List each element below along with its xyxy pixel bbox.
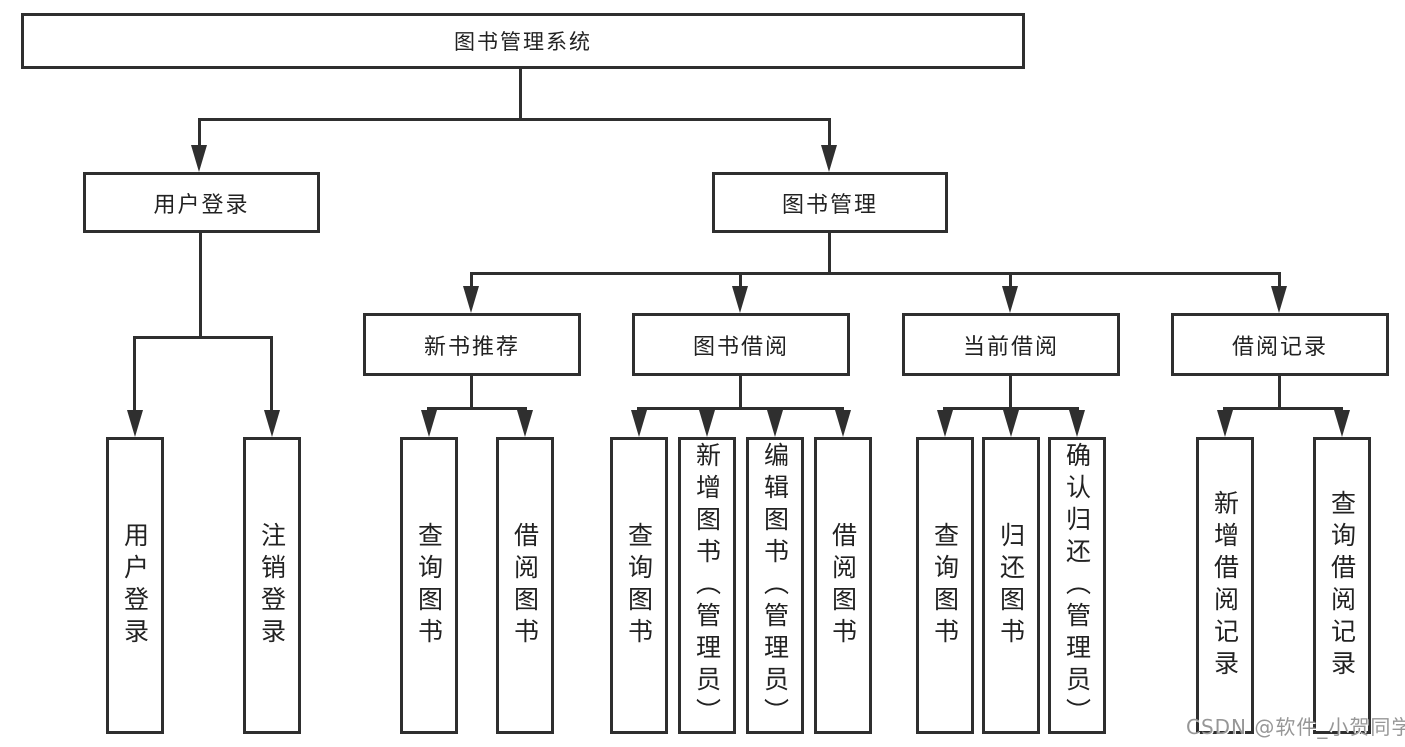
leaf-query-books-current-label: 查询图书 (930, 521, 960, 650)
arrow-down-icon (1217, 410, 1233, 437)
leaf-user-login: 用户登录 (106, 437, 164, 734)
node-borrowing-records: 借阅记录 (1171, 313, 1389, 376)
leaf-edit-book-admin: 编辑图书（管理员） (746, 437, 804, 734)
arrow-down-icon (732, 286, 748, 313)
connector-stub-book-management (828, 118, 831, 146)
node-user-login-label: 用户登录 (153, 192, 250, 218)
leaf-query-books-borrowing: 查询图书 (610, 437, 668, 734)
arrow-down-icon (1334, 410, 1350, 437)
leaf-edit-book-admin-label: 编辑图书（管理员） (760, 441, 790, 730)
node-book-borrowing-label: 图书借阅 (692, 334, 789, 360)
connector-group-split (428, 407, 527, 410)
node-book-management: 图书管理 (712, 172, 948, 233)
connector-user-login-trunk (199, 233, 202, 336)
watermark: CSDN @软件_小贺同学 (1186, 715, 1405, 739)
node-root-label: 图书管理系统 (454, 30, 592, 54)
node-new-book-recommendation-label: 新书推荐 (423, 334, 520, 360)
arrow-down-icon (1003, 410, 1019, 437)
node-book-borrowing: 图书借阅 (632, 313, 850, 376)
node-current-borrowing: 当前借阅 (902, 313, 1120, 376)
arrow-down-icon (264, 410, 280, 437)
connector-level3-split (470, 272, 1281, 275)
connector-group-trunk (470, 376, 473, 407)
node-book-management-label: 图书管理 (781, 192, 878, 218)
node-current-borrowing-label: 当前借阅 (962, 334, 1059, 360)
connector-group-split (638, 407, 844, 410)
leaf-add-borrow-record-label: 新增借阅记录 (1210, 489, 1240, 682)
leaf-borrow-books-borrowing-label: 借阅图书 (828, 521, 858, 650)
leaf-user-login-label: 用户登录 (120, 521, 150, 650)
leaf-query-books-recommend: 查询图书 (400, 437, 458, 734)
arrow-down-icon (191, 145, 207, 172)
arrow-down-icon (699, 410, 715, 437)
node-new-book-recommendation: 新书推荐 (363, 313, 581, 376)
leaf-query-books-recommend-label: 查询图书 (414, 521, 444, 650)
leaf-logout-label: 注销登录 (257, 521, 287, 650)
arrow-down-icon (835, 410, 851, 437)
leaf-add-book-admin: 新增图书（管理员） (678, 437, 736, 734)
connector-user-login-split (134, 336, 273, 339)
leaf-add-borrow-record: 新增借阅记录 (1196, 437, 1254, 734)
leaf-query-books-borrowing-label: 查询图书 (624, 521, 654, 650)
connector-level2-split (199, 118, 831, 121)
leaf-borrow-books-recommend: 借阅图书 (496, 437, 554, 734)
connector-stub-leaf (133, 336, 136, 411)
arrow-down-icon (937, 410, 953, 437)
leaf-query-books-current: 查询图书 (916, 437, 974, 734)
connector-stub-user-login (198, 118, 201, 146)
leaf-add-book-admin-label: 新增图书（管理员） (692, 441, 722, 730)
leaf-return-books: 归还图书 (982, 437, 1040, 734)
connector-stub-level3 (470, 272, 473, 288)
leaf-confirm-return-admin-label: 确认归还（管理员） (1062, 441, 1092, 730)
arrow-down-icon (517, 410, 533, 437)
connector-group-trunk (1009, 376, 1012, 407)
arrow-down-icon (421, 410, 437, 437)
connector-group-split (1224, 407, 1343, 410)
node-user-login: 用户登录 (83, 172, 320, 233)
connector-stub-level3 (739, 272, 742, 288)
leaf-query-borrow-record: 查询借阅记录 (1313, 437, 1371, 734)
connector-stub-level3 (1278, 272, 1281, 288)
connector-root-trunk (519, 69, 522, 118)
leaf-return-books-label: 归还图书 (996, 521, 1026, 650)
arrow-down-icon (127, 410, 143, 437)
connector-stub-leaf (270, 336, 273, 411)
connector-group-trunk (739, 376, 742, 407)
leaf-query-borrow-record-label: 查询借阅记录 (1327, 489, 1357, 682)
arrow-down-icon (1069, 410, 1085, 437)
leaf-borrow-books-borrowing: 借阅图书 (814, 437, 872, 734)
leaf-logout: 注销登录 (243, 437, 301, 734)
arrow-down-icon (463, 286, 479, 313)
arrow-down-icon (1271, 286, 1287, 313)
connector-book-management-trunk (828, 233, 831, 272)
leaf-borrow-books-recommend-label: 借阅图书 (510, 521, 540, 650)
connector-stub-level3 (1009, 272, 1012, 288)
arrow-down-icon (767, 410, 783, 437)
arrow-down-icon (631, 410, 647, 437)
leaf-confirm-return-admin: 确认归还（管理员） (1048, 437, 1106, 734)
node-root: 图书管理系统 (21, 13, 1025, 69)
node-borrowing-records-label: 借阅记录 (1231, 334, 1328, 360)
arrow-down-icon (821, 145, 837, 172)
connector-group-trunk (1278, 376, 1281, 407)
arrow-down-icon (1002, 286, 1018, 313)
